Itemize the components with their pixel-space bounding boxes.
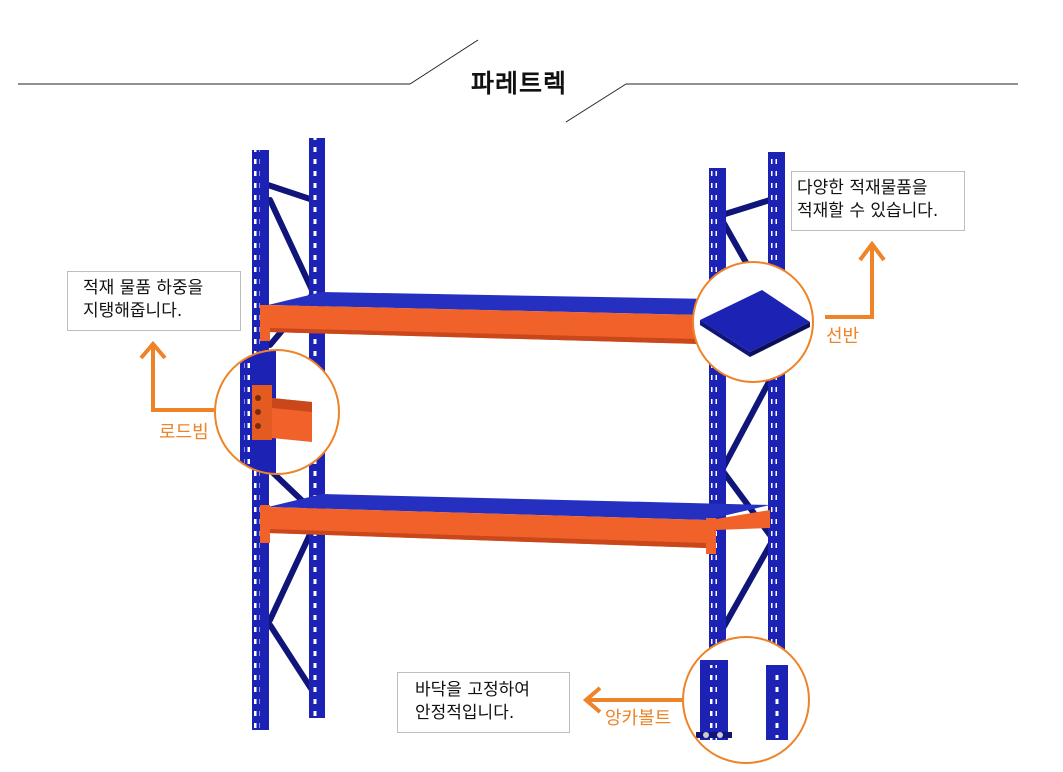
shelf-arrowhead-icon [858,240,886,262]
shelf-connector [825,244,874,319]
title-divider [18,39,1018,123]
load-beam-desc-line1: 적재 물품 하중을 [83,278,204,298]
connector-lines [139,240,886,714]
lower-shelf-level [260,494,770,554]
anchor-bolt-label: 앙카볼트 [605,708,672,729]
anchor-bolt-desc-line2: 안정적입니다. [415,703,515,723]
shelf-panel-detail [692,261,814,383]
load-beam-label: 로드빔 [159,422,209,443]
load-beam-desc-line2: 지탱해줍니다. [83,301,183,321]
shelf-desc-line1: 다양한 적재물품을 [797,178,928,198]
anchor-arrowhead-icon [582,686,602,714]
shelf-label: 선반 [826,326,860,347]
beam-connector [151,344,214,412]
load-beam-detail [214,349,340,475]
anchor-bolt-description-box: 바닥을 고정하여 안정적입니다. [397,672,570,733]
shelf-desc-line2: 적재할 수 있습니다. [797,201,939,221]
shelf-description-box: 다양한 적재물품을 적재할 수 있습니다. [791,171,965,231]
anchor-bolt-detail [682,636,810,764]
anchor-bolt-desc-line1: 바닥을 고정하여 [415,680,530,700]
page-title: 파레트렉 [470,69,567,98]
upper-shelf-level [260,292,770,344]
load-beam-description-box: 적재 물품 하중을 지탱해줍니다. [67,271,241,331]
beam-arrowhead-icon [139,340,167,360]
